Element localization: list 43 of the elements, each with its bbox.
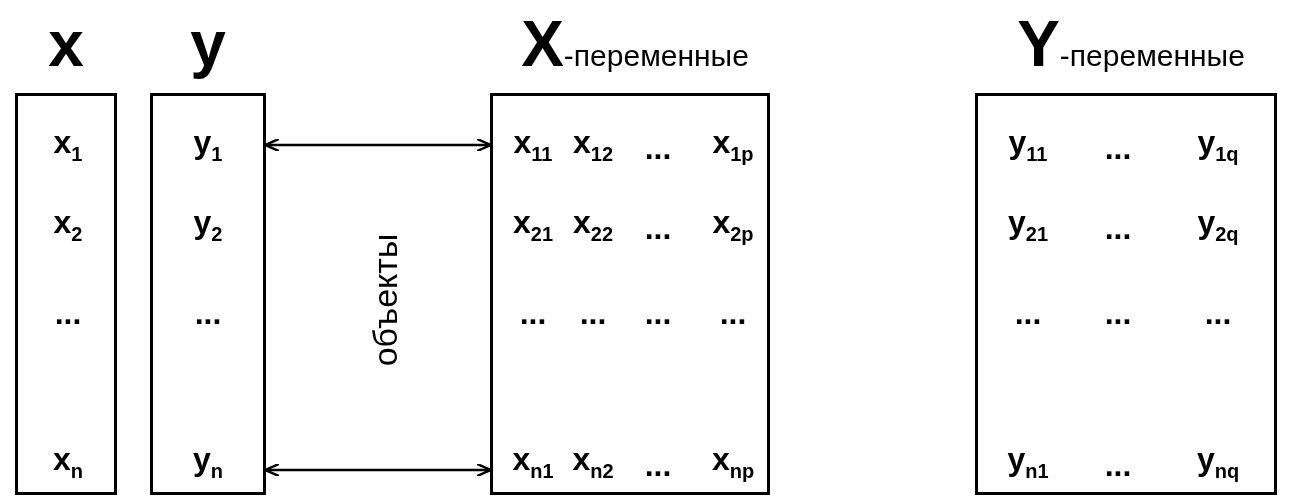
matrix-entry: y$_{nq}$ — [1196, 441, 1240, 484]
column-heading: Y-переменные — [1016, 7, 1246, 82]
vector-entry: y$_{1}$ — [193, 124, 223, 167]
matrix-entry: y$_{11}$ — [1008, 124, 1048, 167]
vector-entry: y$_{2}$ — [193, 204, 223, 247]
matrix-entry: y$_{21}$ — [1008, 204, 1048, 247]
matrix-entry: ... — [1104, 130, 1132, 166]
column-heading: x — [47, 7, 85, 82]
matrix-entry: x$_{11}$ — [513, 124, 553, 167]
vector-entry: ... — [54, 295, 82, 331]
matrix-entry: y$_{2q}$ — [1197, 204, 1239, 247]
matrix-entry: x$_{21}$ — [513, 204, 553, 247]
matrix-entry: x$_{n2}$ — [572, 441, 614, 484]
matrix-entry: ... — [644, 447, 672, 483]
matrix-entry: ... — [579, 295, 607, 331]
axis-label: объекты — [365, 233, 405, 367]
vector-entry: x$_{2}$ — [53, 204, 83, 247]
matrix-entry: x$_{np}$ — [711, 441, 755, 484]
matrix-entry: ... — [644, 295, 672, 331]
matrix-entry: ... — [1104, 210, 1132, 246]
vector-entry: x$_{1}$ — [53, 124, 83, 167]
matrix-entry: x$_{1p}$ — [712, 124, 754, 167]
matrix-entry: ... — [644, 130, 672, 166]
matrix-entry: ... — [1104, 295, 1132, 331]
matrix-entry: y$_{n1}$ — [1007, 441, 1049, 484]
vector-entry: y$_{n}$ — [193, 441, 223, 484]
matrix-entry: ... — [519, 295, 547, 331]
matrix-entry: ... — [644, 210, 672, 246]
vector-entry: x$_{n}$ — [53, 441, 83, 484]
vector-entry: ... — [194, 295, 222, 331]
column-heading: X-переменные — [520, 7, 750, 82]
double-arrow — [263, 462, 493, 478]
double-arrow — [263, 137, 493, 153]
matrix-entry: y$_{1q}$ — [1197, 124, 1239, 167]
matrix-entry: x$_{n1}$ — [512, 441, 554, 484]
matrix-entry: x$_{12}$ — [573, 124, 613, 167]
column-heading: y — [189, 7, 227, 82]
matrix-entry: x$_{2p}$ — [712, 204, 754, 247]
matrix-entry: ... — [1204, 295, 1232, 331]
matrix-entry: ... — [1014, 295, 1042, 331]
matrix-entry: ... — [719, 295, 747, 331]
matrix-entry: x$_{22}$ — [573, 204, 613, 247]
matrix-entry: ... — [1104, 447, 1132, 483]
